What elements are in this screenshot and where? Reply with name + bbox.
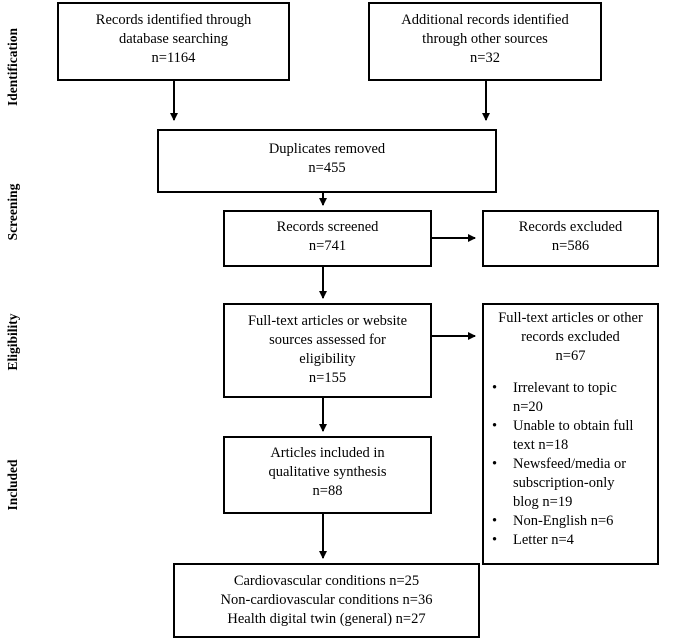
box-count: n=455 [308,160,346,176]
box-records-excluded: Records excluded n=586 [482,210,659,267]
reason-text-line: subscription-only [513,475,615,491]
box-text-line: sources assessed for [269,332,386,348]
box-text-line: through other sources [422,31,548,47]
box-text-line: records excluded [521,329,620,345]
box-count: n=155 [308,370,347,386]
exclusion-reason-item: Non-English n=6 [484,512,657,531]
category-line: Non-cardiovascular conditions n=36 [220,592,433,608]
box-duplicates-removed: Duplicates removed n=455 [157,129,497,193]
box-text-line: Additional records identified [401,12,569,28]
box-records-screened: Records screened n=741 [223,210,432,267]
reason-text-line: Newsfeed/media or [513,456,627,472]
box-text-line: qualitative synthesis [268,464,387,480]
box-count: n=67 [555,348,586,364]
reason-text-line: n=20 [513,399,543,415]
box-count: n=741 [308,238,347,254]
reason-text-line: Unable to obtain full [513,418,634,434]
category-line: Health digital twin (general) n=27 [227,611,426,627]
box-text-line: Records excluded [518,219,623,235]
reason-text-line: blog n=19 [513,494,573,510]
exclusion-reason-item: Letter n=4 [484,531,657,550]
reason-text-line: Irrelevant to topic [513,380,617,396]
box-text-line: Records identified through [95,12,252,28]
reason-text-line: Non-English n=6 [513,513,614,529]
box-articles-included: Articles included in qualitative synthes… [223,436,432,514]
box-count: n=586 [551,238,590,254]
reason-text-line: text n=18 [513,437,569,453]
box-text-line: Duplicates removed [268,141,386,157]
category-line: Cardiovascular conditions n=25 [233,573,420,589]
box-study-categories: Cardiovascular conditions n=25 Non-cardi… [173,563,480,638]
box-text-line: database searching [118,31,229,47]
box-count: n=88 [312,483,343,499]
box-text-line: Records screened [276,219,379,235]
box-text-line: Full-text articles or other [498,310,643,326]
box-fulltext-excluded: Full-text articles or other records excl… [482,303,659,565]
box-text-line: Full-text articles or website [247,313,408,329]
exclusion-reason-item: Unable to obtain full text n=18 [484,417,657,455]
box-database-records: Records identified through database sear… [57,2,290,81]
box-fulltext-assessed: Full-text articles or website sources as… [223,303,432,398]
box-text-line: Articles included in [270,445,385,461]
box-count: n=1164 [151,50,196,66]
box-text-line: eligibility [299,351,356,367]
exclusion-reason-item: Irrelevant to topic n=20 [484,379,657,417]
box-other-sources-records: Additional records identified through ot… [368,2,602,81]
box-count: n=32 [470,50,500,66]
exclusion-reasons-list: Irrelevant to topic n=20 Unable to obtai… [484,379,657,550]
reason-text-line: Letter n=4 [513,532,574,548]
exclusion-reason-item: Newsfeed/media or subscription-only blog… [484,455,657,512]
